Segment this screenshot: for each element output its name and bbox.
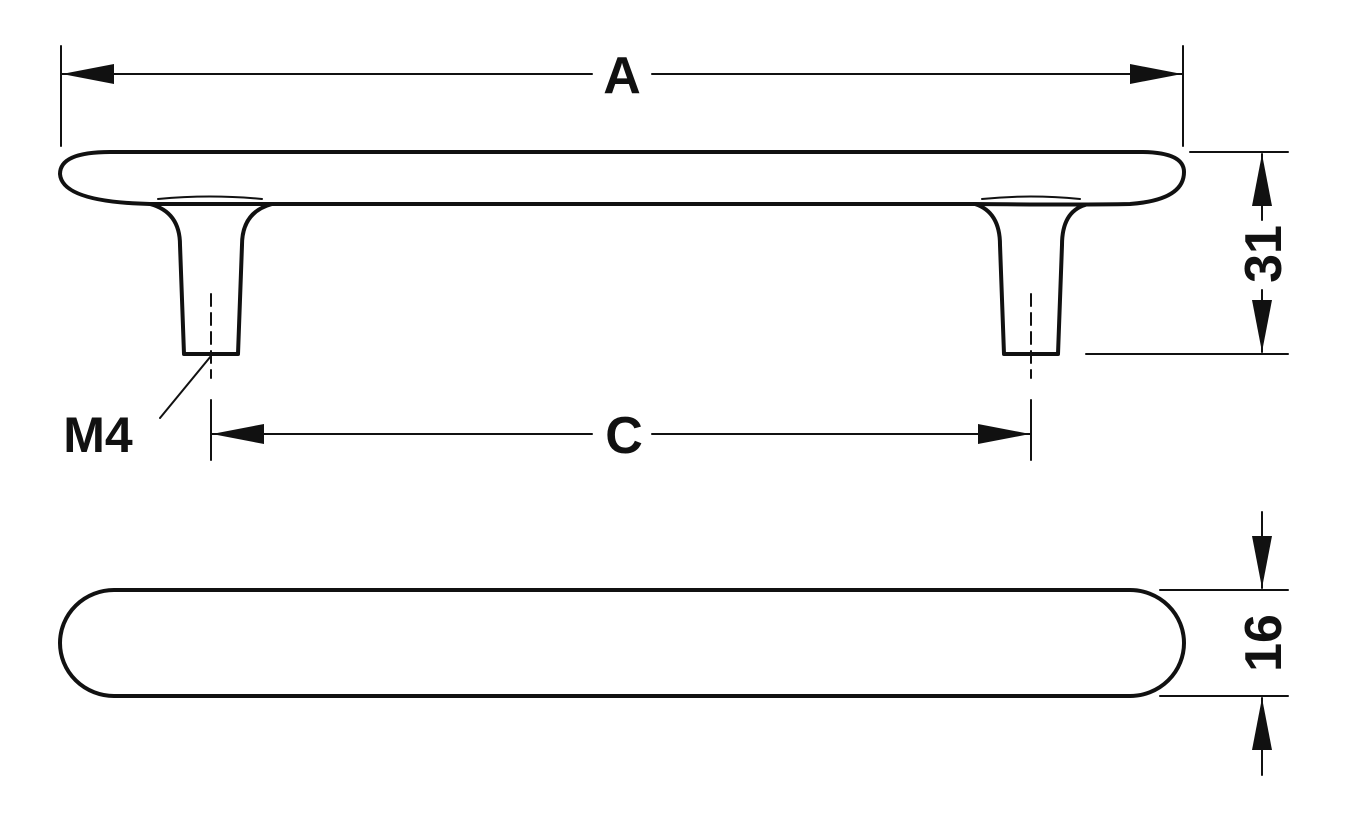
dimension-a: A <box>60 45 1184 147</box>
dimension-width: 16 <box>1159 511 1293 776</box>
thread-callout: M4 <box>63 355 212 463</box>
dimension-c: C <box>210 399 1032 465</box>
dimension-c-arrow-left <box>212 424 264 444</box>
dimension-c-label: C <box>605 407 643 465</box>
top-view <box>58 588 1186 698</box>
dimension-a-arrow-left <box>62 64 114 84</box>
right-leg-shoulder <box>981 195 1081 200</box>
top-view-grip-bar <box>58 588 1186 698</box>
dimension-width-label: 16 <box>1235 614 1293 672</box>
dimension-width-arrow-bottom <box>1252 698 1272 750</box>
side-view <box>58 150 1186 379</box>
left-leg-shoulder <box>157 195 263 200</box>
dimension-height-arrow-bottom <box>1252 300 1272 352</box>
side-view-grip-bar <box>58 150 1186 207</box>
dimension-height-label: 31 <box>1235 225 1293 283</box>
thread-label: M4 <box>63 407 133 463</box>
dimension-c-arrow-right <box>978 424 1030 444</box>
dimension-a-arrow-right <box>1130 64 1182 84</box>
thread-leader-line <box>159 355 212 419</box>
dimension-height: 31 <box>1085 151 1293 355</box>
right-leg <box>973 202 1087 356</box>
dimension-a-label: A <box>603 47 641 105</box>
dimension-width-arrow-top <box>1252 536 1272 588</box>
dimension-height-arrow-top <box>1252 154 1272 206</box>
